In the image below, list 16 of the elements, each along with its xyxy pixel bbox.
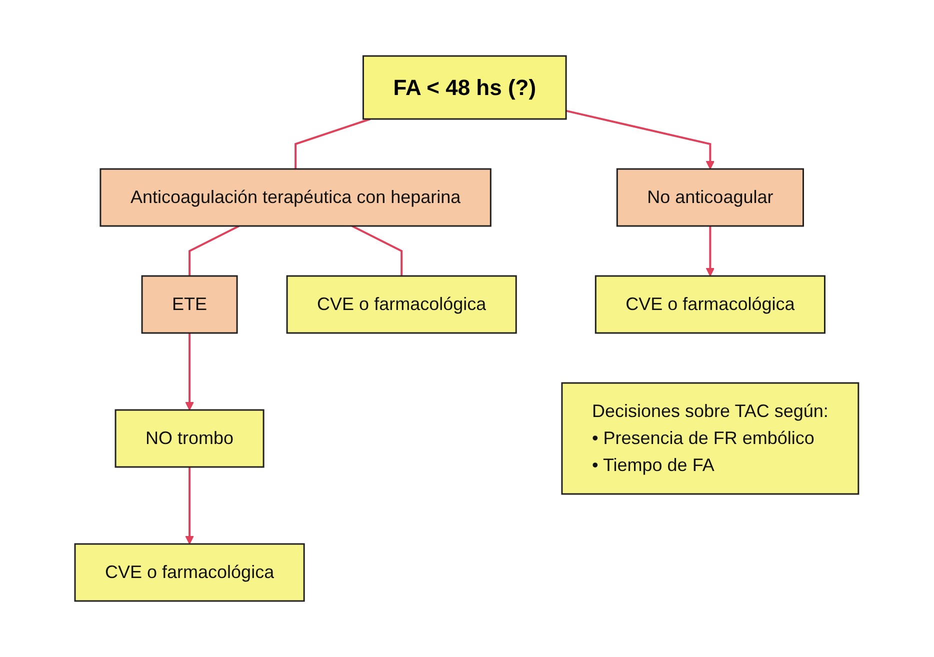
arrow (566, 110, 715, 170)
node-box: Anticoagulación terapéutica con heparina (100, 168, 492, 227)
connector (188, 225, 240, 276)
node-box: CVE o farmacológica (286, 275, 518, 334)
node-box: FA < 48 hs (?) (362, 55, 568, 120)
connector (294, 118, 371, 169)
node-box: ETE (142, 275, 238, 334)
arrow (185, 467, 194, 544)
arrow (185, 333, 194, 410)
node-box: NO trombo (115, 409, 265, 468)
node-box: No anticoagular (616, 168, 804, 227)
arrow (706, 226, 715, 276)
node-box: CVE o farmacológica (595, 275, 826, 334)
node-box: CVE o farmacológica (74, 543, 306, 602)
node-box: Decisiones sobre TAC según: • Presencia de FR embólico • Tiempo de FA (562, 382, 860, 495)
connector (352, 225, 403, 276)
